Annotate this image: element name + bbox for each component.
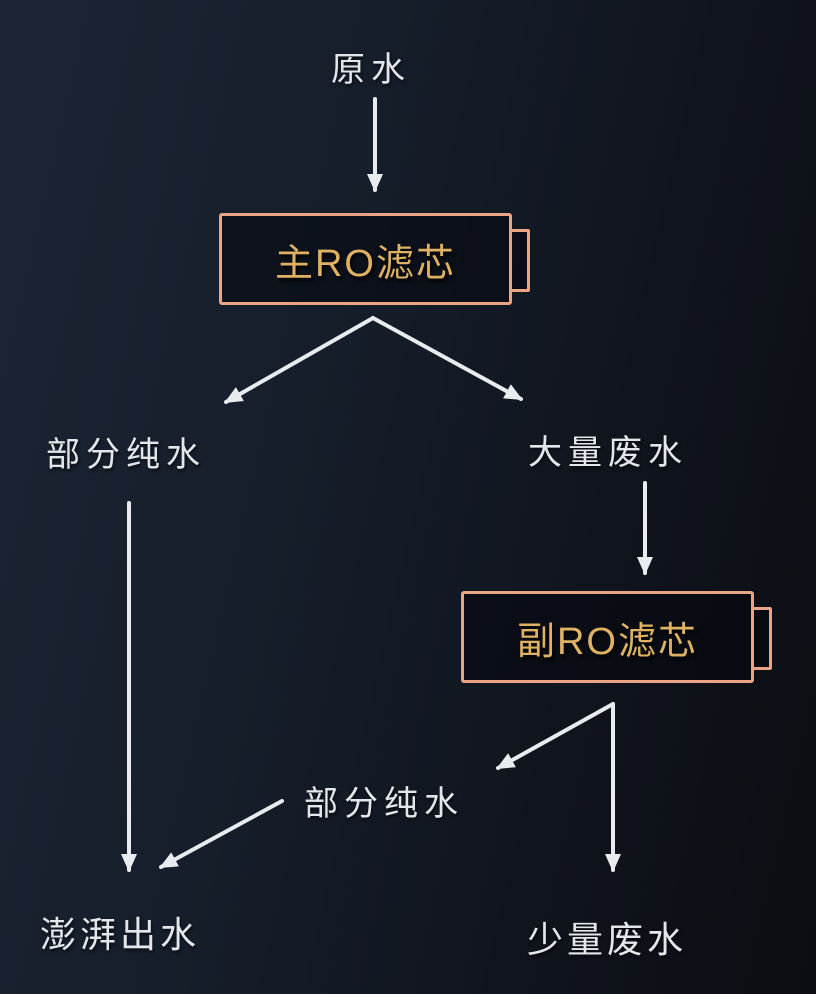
node-secondary-filter-box: 副RO滤芯 xyxy=(461,591,754,683)
edge-secondary-filter-to-partial-pure-2 xyxy=(496,702,615,770)
node-large-waste-label: 大量废水 xyxy=(528,434,688,472)
secondary-filter-battery-tab-icon xyxy=(751,607,772,670)
edge-main-filter-to-partial-pure-1 xyxy=(224,316,375,404)
main-filter-battery-tab-icon xyxy=(509,229,530,292)
node-small-waste-label: 少量废水 xyxy=(526,919,688,960)
node-source-label: 原水 xyxy=(331,51,411,89)
edge-main-filter-to-large-waste xyxy=(371,316,523,401)
node-partial-pure-1-label: 部分纯水 xyxy=(46,436,206,474)
node-main-filter-box: 主RO滤芯 xyxy=(219,213,512,305)
node-secondary-filter-label: 副RO滤芯 xyxy=(516,620,698,663)
node-strong-output-label: 澎湃出水 xyxy=(39,914,201,955)
node-main-filter-label: 主RO滤芯 xyxy=(274,242,456,285)
node-partial-pure-2-label: 部分纯水 xyxy=(304,785,464,823)
edge-partial-pure-2-to-strong-output xyxy=(159,799,284,869)
